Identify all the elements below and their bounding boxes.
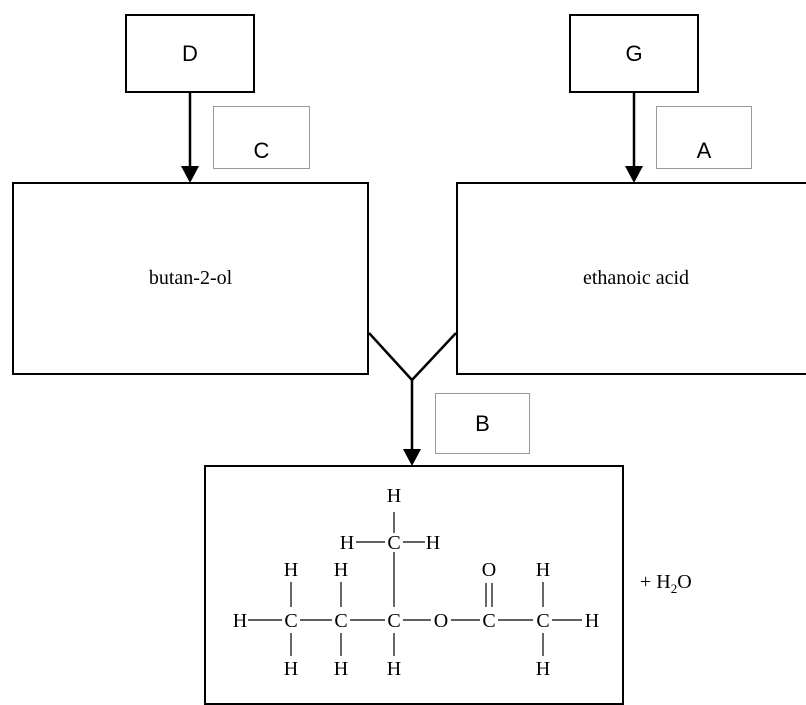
byproduct-prefix: + H: [640, 571, 671, 593]
connector-right: [411, 332, 457, 381]
atom-c: C: [387, 532, 400, 554]
byproduct-subscript: 2: [671, 581, 678, 596]
atom-h: H: [536, 559, 550, 581]
product-box: [204, 465, 624, 705]
atom-h: H: [284, 658, 298, 680]
atom-c: C: [482, 610, 495, 632]
reactant-acid: ethanoic acid: [582, 267, 690, 289]
label-b: B: [475, 410, 490, 436]
box-c: C: [213, 106, 310, 169]
byproduct-water: + H2O: [640, 571, 692, 596]
atom-h: H: [284, 559, 298, 581]
atom-h: H: [387, 485, 401, 507]
atom-c: C: [334, 610, 347, 632]
atom-h: H: [334, 559, 348, 581]
arrow-b-head: [403, 449, 421, 466]
atom-h: H: [585, 610, 599, 632]
atom-h: H: [536, 658, 550, 680]
arrow-d-head: [181, 166, 199, 183]
label-d: D: [182, 40, 198, 66]
atom-c: C: [387, 610, 400, 632]
atom-h: H: [426, 532, 440, 554]
byproduct-suffix: O: [677, 571, 691, 593]
atom-h: H: [233, 610, 247, 632]
connector-left: [368, 332, 413, 381]
bonds: [248, 512, 582, 656]
box-a: A: [656, 106, 752, 169]
atoms: H H C H H H O H H C C C O C C H H H H H: [233, 485, 599, 680]
atom-h: H: [387, 658, 401, 680]
atom-c: C: [284, 610, 297, 632]
label-a: A: [696, 137, 712, 163]
box-b: B: [435, 393, 530, 454]
label-c: C: [253, 137, 270, 163]
atom-c: C: [536, 610, 549, 632]
reactant-alcohol: butan-2-ol: [148, 267, 233, 289]
box-d: D: [125, 14, 255, 93]
arrow-g-head: [625, 166, 643, 183]
atom-o: O: [434, 610, 448, 632]
atom-h: H: [334, 658, 348, 680]
label-g: G: [625, 40, 643, 66]
reactant-box-acid: ethanoic acid: [456, 182, 806, 375]
atom-h: H: [340, 532, 354, 554]
reactant-box-alcohol: butan-2-ol: [12, 182, 369, 375]
atom-o: O: [482, 559, 496, 581]
box-g: G: [569, 14, 699, 93]
